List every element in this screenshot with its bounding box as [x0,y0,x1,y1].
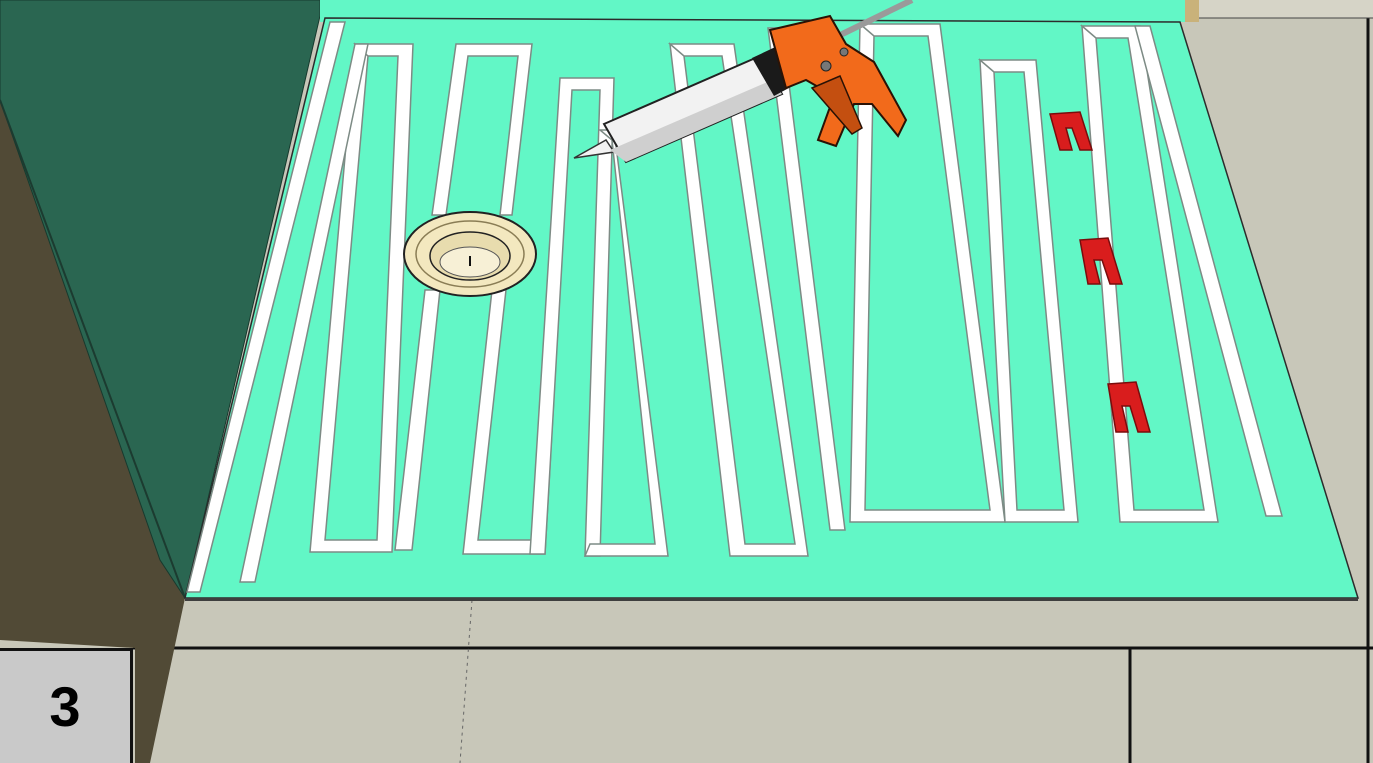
step-number-badge: 3 [0,648,133,763]
step-number: 3 [49,679,80,735]
drain-flange-icon [404,212,536,296]
membrane-edge [185,598,1358,601]
wall-trim [1185,0,1199,22]
back-wall-strip [1185,0,1373,18]
